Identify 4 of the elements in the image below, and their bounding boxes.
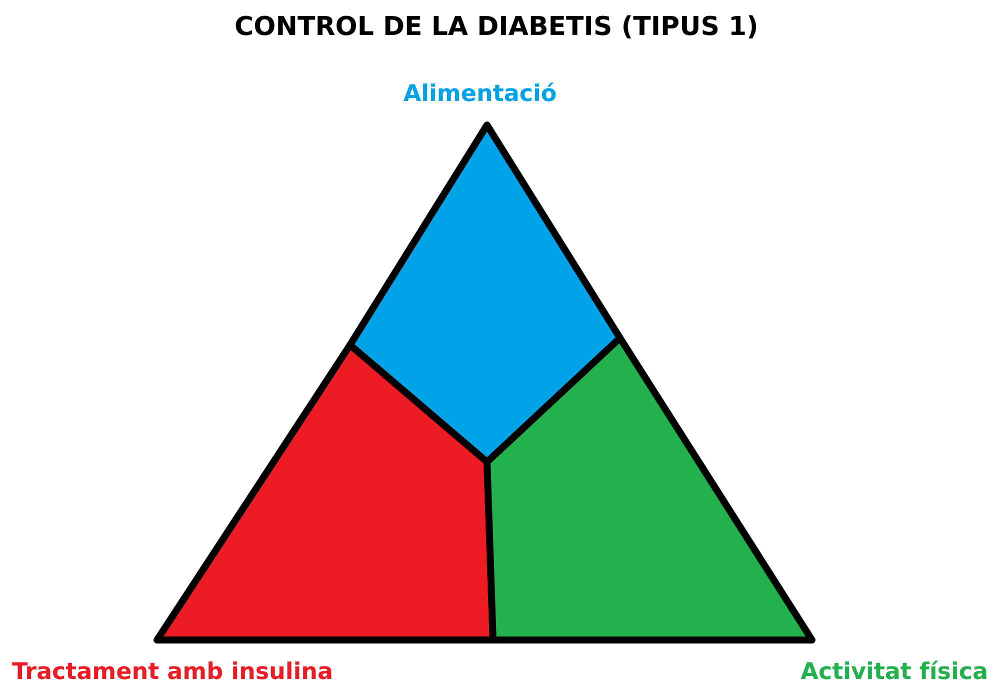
diagram-title: CONTROL DE LA DIABETIS (TIPUS 1) bbox=[234, 12, 760, 42]
segment-label: Alimentació bbox=[403, 80, 557, 108]
segment-label: Tractament amb insulina bbox=[12, 658, 334, 685]
segment-label: Activitat física bbox=[800, 658, 988, 685]
